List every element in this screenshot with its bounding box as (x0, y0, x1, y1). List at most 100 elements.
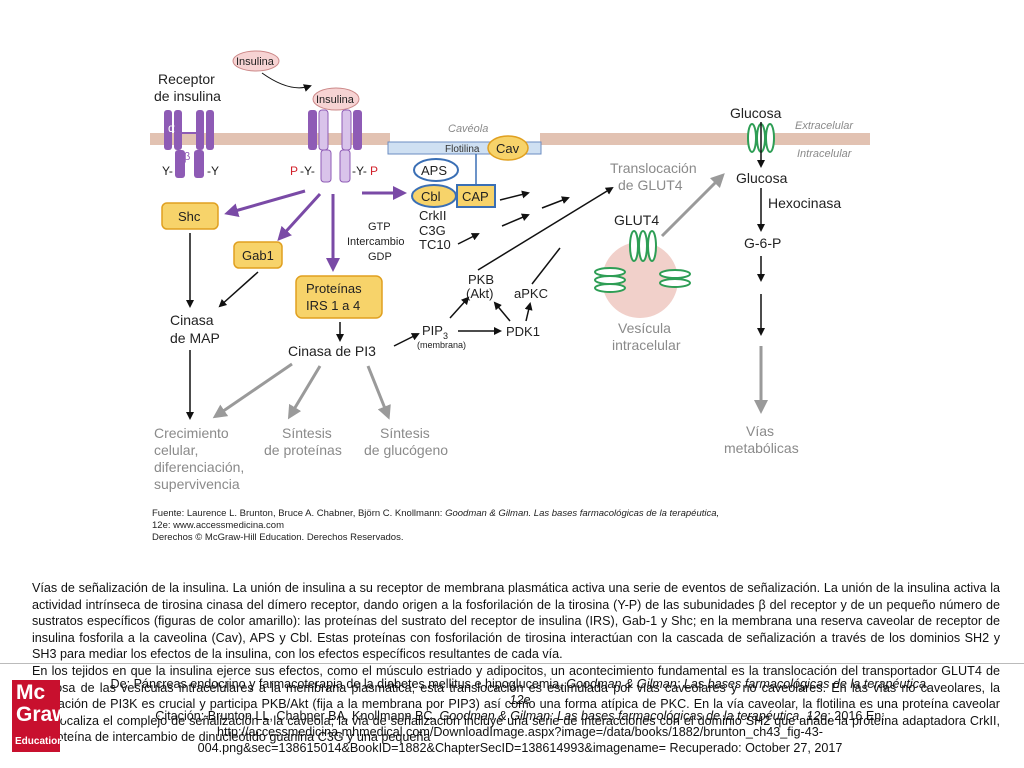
insulin-free-oval (232, 50, 280, 72)
insulin-free-label: Insulina (236, 56, 275, 68)
sint-prot-label-1: Síntesis (282, 425, 332, 441)
cinasa-map-2: de MAP (170, 330, 220, 346)
receptor-label-2: de insulina (154, 88, 221, 104)
sint-gluc-label-1: Síntesis (380, 425, 430, 441)
shc-node (161, 202, 219, 230)
cav-label: Cav (496, 141, 520, 156)
pip3-label: PIP3 (422, 323, 448, 341)
transloc-label-1: Translocación (610, 160, 697, 176)
vesicle-label-2: intracelular (612, 337, 681, 353)
fuente-line-2: 12e: www.accessmedicina.com (152, 520, 284, 531)
fuente-line-3: Derechos © McGraw-Hill Education. Derech… (152, 532, 403, 543)
arrow-pi3-prot (287, 365, 322, 420)
irs-node (295, 275, 383, 319)
cav-node (487, 135, 529, 161)
tc10-label: TC10 (419, 237, 451, 252)
glucosa-top-label: Glucosa (730, 105, 782, 121)
sint-gluc-label-2: de glucógeno (364, 442, 448, 458)
vias-label-1: Vías (746, 423, 774, 439)
receptor-inactive: α β (164, 110, 214, 178)
gab1-node (233, 241, 283, 269)
crec-label-1: Crecimiento (154, 425, 229, 441)
pip3-membrane-label: (membrana) (417, 340, 466, 350)
p-right: P (370, 164, 378, 178)
gtp-label: GTP (368, 221, 391, 233)
receptor-active (308, 109, 362, 183)
crec-label-3: diferenciación, (154, 459, 244, 475)
mcgraw-hill-logo: Mc Graw Education (12, 680, 69, 752)
arrow-pdk1-apkc (524, 302, 533, 322)
caption-paragraph-1: Vías de señalización de la insulina. La … (32, 581, 1000, 662)
arrow-receptor-gab1 (277, 192, 322, 241)
y-mid-left: -Y- (300, 164, 315, 178)
gab1-label: Gab1 (242, 248, 274, 263)
svg-text:β: β (184, 151, 190, 163)
glucosa-in-label: Glucosa (736, 170, 788, 186)
y-left-1: Y- (162, 164, 173, 178)
source-line-1: De: Páncreas endocrino y farmacoterapia … (110, 677, 930, 707)
irs-label-1: Proteínas (306, 281, 362, 296)
glut4-transporters (594, 230, 691, 293)
hexocinasa-label: Hexocinasa (768, 195, 841, 211)
caveola-label: Cavéola (448, 123, 488, 135)
apkc-label: aPKC (514, 286, 548, 301)
arrow-pi3-crec (212, 362, 293, 419)
arrow-pkb-transloc (477, 186, 614, 271)
arrow-pdk1-pkb (493, 301, 511, 322)
footer-divider (0, 663, 1024, 664)
fuente-line-1: Fuente: Laurence L. Brunton, Bruce A. Ch… (152, 508, 719, 519)
flotilina-label: Flotilina (445, 144, 480, 155)
transloc-label-2: de GLUT4 (618, 177, 683, 193)
crec-label-4: supervivencia (154, 476, 240, 492)
arrow-apkc-transloc (531, 247, 561, 285)
arrow-tc10-2 (501, 213, 530, 227)
arrow-tc10-1 (457, 233, 480, 245)
arrow-vesicle-membrane (660, 173, 725, 238)
irs-label-2: IRS 1 a 4 (306, 298, 360, 313)
arrow-receptor-shc (224, 189, 306, 217)
arrow-cap-1 (499, 190, 530, 201)
pdk1-label: PDK1 (506, 324, 540, 339)
aps-node (413, 158, 459, 182)
cap-label: CAP (462, 189, 489, 204)
source-citation: De: Páncreas endocrino y farmacoterapia … (110, 676, 930, 756)
intracelular-label: Intracelular (797, 148, 853, 160)
c3g-label: C3G (419, 223, 446, 238)
sint-prot-label-2: de proteínas (264, 442, 342, 458)
figure-caption: Vías de señalización de la insulina. La … (32, 580, 1000, 746)
y-right-1: -Y (207, 164, 219, 178)
source-line-2: Citación: Brunton LL, Chabner BA, Knollm… (155, 709, 885, 755)
crec-label-2: celular, (154, 442, 198, 458)
p-left: P (290, 164, 298, 178)
pkb-label-1: PKB (468, 272, 494, 287)
glut4-label: GLUT4 (614, 212, 659, 228)
arrow-gab1-map (218, 271, 259, 308)
cinasa-map-1: Cinasa (170, 312, 214, 328)
vias-label-2: metabólicas (724, 440, 799, 456)
insulin-arrow (261, 72, 312, 92)
vesicle-label-1: Vesícula (618, 320, 671, 336)
svg-text:α: α (168, 121, 175, 135)
glut4-membrane (747, 123, 775, 153)
g6p-label: G-6-P (744, 235, 781, 251)
arrow-pip3-pkb (449, 296, 470, 319)
caption-paragraph-2: En los tejidos en que la insulina ejerce… (32, 663, 1000, 745)
y-mid-right: -Y- (352, 164, 367, 178)
aps-label: APS (421, 163, 447, 178)
crkii-label: CrkII (419, 208, 446, 223)
insulin-bound-oval (312, 87, 360, 111)
gdp-label: GDP (368, 251, 392, 263)
shc-label: Shc (178, 209, 201, 224)
pkb-label-2: (Akt) (466, 286, 493, 301)
arrow-pi3-gluc (366, 365, 391, 420)
receptor-label-1: Receptor (158, 71, 215, 87)
insulin-signaling-diagram: Flotilina Cavéola Receptor de insulina I… (150, 50, 870, 543)
cbl-label: Cbl (421, 189, 441, 204)
arrow-tc10-3 (541, 196, 570, 209)
insulin-bound-label: Insulina (316, 94, 355, 106)
cinasa-pi3-label: Cinasa de PI3 (288, 343, 376, 359)
intercambio-label: Intercambio (347, 236, 404, 248)
vesicle (602, 242, 678, 318)
arrow-pi3-pip3 (393, 333, 420, 347)
extracelular-label: Extracelular (795, 120, 854, 132)
